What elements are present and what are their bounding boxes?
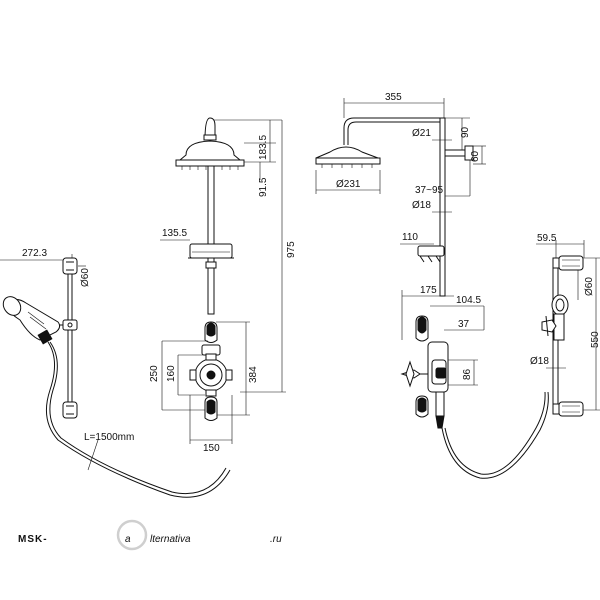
dim-valve-mid: 104.5 xyxy=(456,295,481,306)
dim-head-offset: 91.5 xyxy=(258,177,269,197)
watermark-prefix: MSK- xyxy=(18,534,48,545)
dim-head-diameter: Ø231 xyxy=(336,179,361,190)
dim-front-width: 150 xyxy=(203,443,220,454)
dim-right-rail: 550 xyxy=(590,331,600,348)
dim-side-outlet: 37 xyxy=(458,319,470,330)
dim-arm-length: 355 xyxy=(385,92,402,103)
handset-right-view: 59.5 Ø60 550 Ø18 xyxy=(530,233,600,417)
watermark: MSK- a lternativa .ru xyxy=(18,519,282,551)
dim-side-adjust: 37~95 xyxy=(415,185,444,196)
dim-side-bracket: 90 xyxy=(460,126,471,138)
dim-body-height: 250 xyxy=(149,365,160,382)
side-view: 355 Ø231 Ø21 90 60 3 xyxy=(315,92,549,479)
dim-right-pipe: Ø18 xyxy=(530,356,549,367)
dim-body-right: 384 xyxy=(248,366,259,383)
dim-total-height: 975 xyxy=(286,241,297,258)
dim-body-inner: 160 xyxy=(166,365,177,382)
watermark-at-letter: a xyxy=(125,534,131,545)
handset-left-view: 272.3 Ø60 L=1500mm xyxy=(0,248,231,498)
dim-front-shelf: 135.5 xyxy=(162,228,187,239)
dim-right-width: 59.5 xyxy=(537,233,557,244)
watermark-suffix: lternativa xyxy=(150,534,191,545)
dim-handset-diameter: Ø60 xyxy=(80,268,91,287)
dim-side-shelf: 110 xyxy=(402,232,418,243)
dim-valve-depth: 175 xyxy=(420,285,437,296)
watermark-at-ring xyxy=(116,519,148,551)
watermark-tld: .ru xyxy=(270,534,282,545)
dim-pipe-lower: Ø18 xyxy=(412,200,431,211)
hose-length-label: L=1500mm xyxy=(84,432,134,443)
dim-pipe-upper: Ø21 xyxy=(412,128,431,139)
dim-handset-width: 272.3 xyxy=(22,248,47,259)
dim-valve-height: 86 xyxy=(462,368,473,380)
dim-head-height: 183.5 xyxy=(258,135,269,160)
dim-side-wall: 60 xyxy=(470,150,481,162)
dim-right-diameter: Ø60 xyxy=(584,277,595,296)
front-view: 183.5 91.5 975 135.5 250 160 384 xyxy=(149,117,297,454)
